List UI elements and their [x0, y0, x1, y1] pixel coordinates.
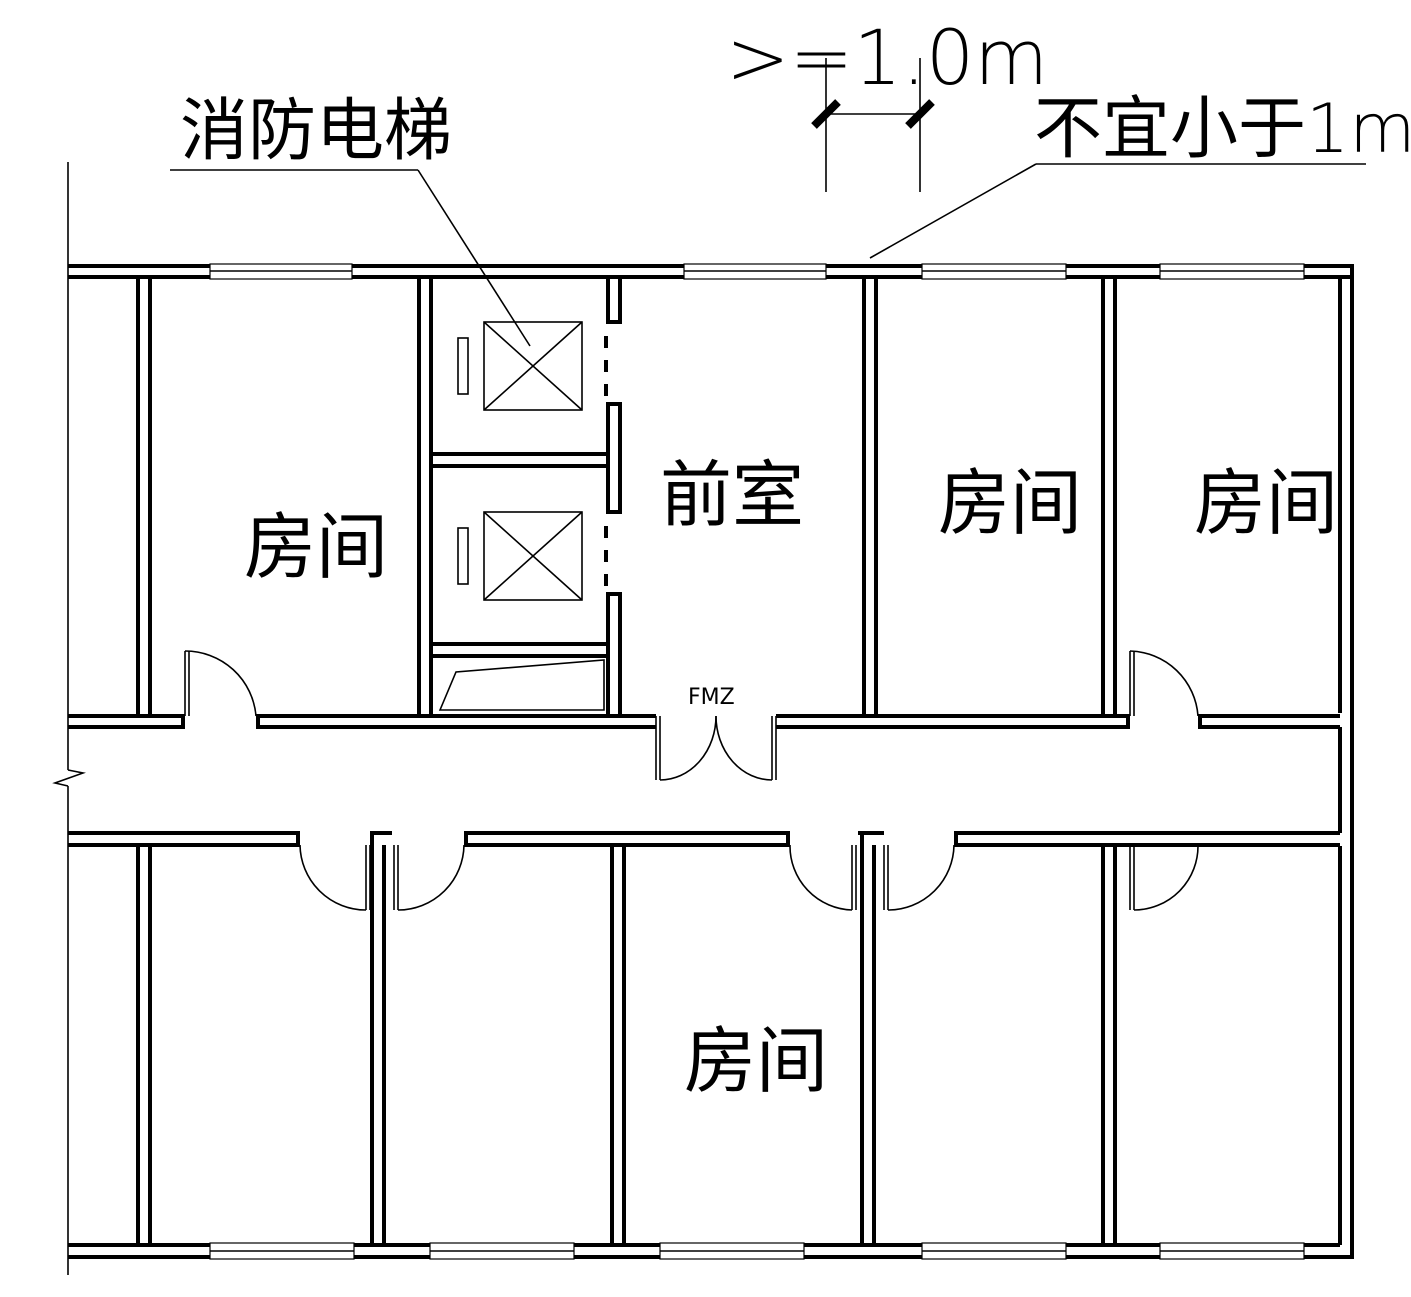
fire-elevator-leader [170, 169, 531, 347]
door-tag-label: FMZ [688, 685, 735, 710]
top-partitions [136, 277, 1117, 716]
room-label-top-left: 房间 [244, 505, 388, 589]
top-windows [209, 263, 1305, 280]
fire-double-door [655, 715, 777, 781]
not-less-label: 不宜小于1m [1034, 90, 1411, 169]
elevator-2-icon [457, 511, 583, 601]
room-doors [184, 650, 1199, 911]
dimension-marker [811, 58, 935, 192]
bottom-windows [209, 1242, 1305, 1260]
bottom-partitions [136, 833, 1117, 1245]
elevator-1-icon [457, 321, 583, 411]
shaft-pit [438, 659, 605, 711]
outer-walls [68, 264, 1354, 1259]
corridor-south-wall [68, 831, 1340, 847]
min-width-label: >=1.0m [726, 13, 1048, 102]
room-label-bottom: 房间 [684, 1019, 828, 1103]
room-label-top-right: 房间 [1194, 461, 1338, 545]
room-label-top-mid: 房间 [938, 461, 1082, 545]
fire-elevator-label: 消防电梯 [180, 92, 452, 171]
corridor-north-wall [68, 714, 1340, 729]
not-less-leader [869, 163, 1366, 259]
anteroom-label: 前室 [660, 453, 804, 537]
left-break-line [52, 162, 86, 1275]
